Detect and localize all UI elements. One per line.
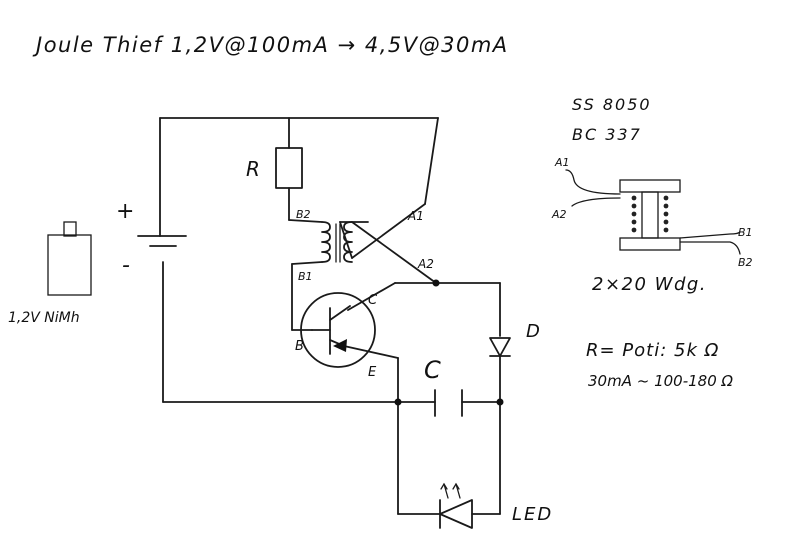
resistor-symbol xyxy=(275,147,303,189)
diode-symbol xyxy=(489,337,511,357)
capacitor-label: C xyxy=(424,356,441,384)
transistor-collector-label: C xyxy=(368,293,378,308)
battery-symbol xyxy=(137,235,187,247)
transistor-type-2: BC 337 xyxy=(572,125,642,144)
coil-a2-label: A2 xyxy=(551,208,567,221)
transistor-type-1: SS 8050 xyxy=(572,95,652,114)
transformer-a1-label: A1 xyxy=(407,209,424,223)
transformer-a2-label: A2 xyxy=(417,257,434,271)
battery-cell-drawing xyxy=(47,221,92,296)
battery-plus-label: + xyxy=(116,199,134,224)
junction-dots xyxy=(394,279,504,406)
note-current-range: 30mA ~ 100-180 Ω xyxy=(588,372,734,390)
note-resistor-poti: R= Poti: 5k Ω xyxy=(586,340,719,361)
diagram-title: Joule Thief 1,2V@100mA → 4,5V@30mA xyxy=(32,33,509,57)
led-label: LED xyxy=(512,504,553,525)
coil-b2-label: B2 xyxy=(738,256,753,269)
battery-cell-label: 1,2V NiMh xyxy=(8,310,80,326)
resistor-label: R xyxy=(246,157,260,181)
transistor-base-label: B xyxy=(295,339,304,354)
transistor-emitter-label: E xyxy=(368,365,377,380)
coil-a1-label: A1 xyxy=(554,156,570,169)
led-symbol xyxy=(439,482,473,529)
coil-winding-label: 2×20 Wdg. xyxy=(592,274,707,295)
capacitor-symbol xyxy=(434,389,463,417)
coil-b1-label: B1 xyxy=(738,226,753,239)
battery-minus-label: - xyxy=(122,253,130,278)
transformer-symbol xyxy=(321,221,353,263)
diode-label: D xyxy=(526,321,540,342)
transformer-b1-label: B1 xyxy=(298,270,313,283)
transformer-b2-label: B2 xyxy=(296,208,311,221)
coil-bobbin-drawing xyxy=(565,169,741,255)
transistor-symbol xyxy=(300,292,376,368)
